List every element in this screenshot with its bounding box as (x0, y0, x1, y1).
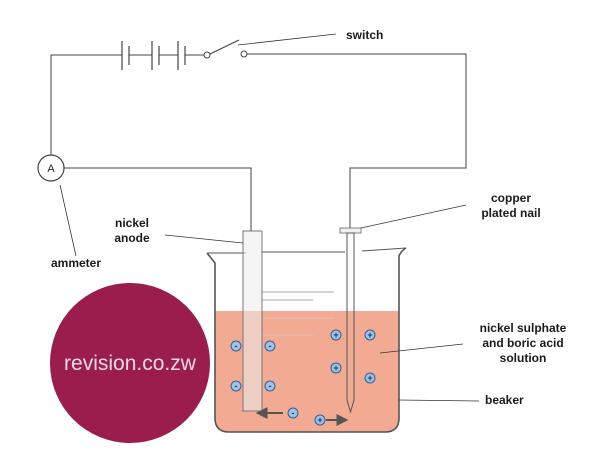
positive-ion: + (314, 414, 326, 426)
switch-lever (209, 39, 240, 55)
logo-circle (50, 283, 210, 443)
beaker-label: beaker (485, 393, 524, 407)
wire-ammeter-to-anode (64, 167, 252, 231)
logo: revision.co.zw (50, 283, 210, 443)
ammeter-label: ammeter (51, 256, 101, 270)
ion-sign: + (317, 415, 322, 425)
negative-ion: - (287, 407, 299, 419)
positive-ion: + (330, 329, 342, 341)
beaker-leader (398, 399, 480, 402)
ion-sign: - (235, 341, 238, 351)
ammeter-symbol: A (47, 163, 55, 175)
negative-ion: - (230, 340, 242, 352)
ion-sign: - (269, 381, 272, 391)
positive-ion: + (364, 329, 376, 341)
beaker (206, 247, 407, 433)
beaker-rim-right (361, 247, 407, 252)
wire-battery-to-ammeter (50, 54, 122, 155)
ions: - - - - - + + + + + (230, 329, 376, 426)
switch-leader (237, 33, 337, 46)
nail-head (339, 227, 362, 234)
switch-contact (203, 51, 211, 59)
ammeter-leader (59, 184, 77, 257)
switch (203, 39, 248, 59)
ammeter-circle (37, 154, 65, 182)
ion-sign: + (333, 363, 338, 373)
nail-leader (360, 204, 467, 229)
wire-switch-to-nail (244, 53, 467, 228)
nickel-anode-label-line2: anode (114, 231, 150, 245)
positive-ion: + (330, 362, 342, 374)
logo-text: revision.co.zw (64, 352, 197, 375)
leader-lines (59, 33, 480, 402)
switch-label: switch (346, 28, 383, 42)
ion-sign: - (269, 341, 272, 351)
negative-ion: - (264, 380, 276, 392)
positive-ion: + (364, 372, 376, 384)
solution-leader (379, 343, 464, 354)
battery (121, 41, 204, 70)
ion-sign: + (367, 373, 372, 383)
solution-label-line3: solution (500, 351, 547, 365)
copper-nail-label-line1: copper (491, 191, 531, 205)
solution-label-line2: and boric acid (482, 336, 563, 350)
switch-contact (240, 50, 248, 58)
negative-ion: - (230, 380, 242, 392)
ion-sign: + (333, 330, 338, 340)
ion-sign: - (292, 408, 295, 418)
ion-sign: - (235, 381, 238, 391)
ammeter: A (37, 154, 65, 182)
nickel-anode-label-line1: nickel (115, 216, 149, 230)
solution-label-line1: nickel sulphate (480, 321, 567, 335)
nickel-anode (242, 230, 263, 412)
copper-nail-label-line2: plated nail (481, 206, 540, 220)
anode-leader (164, 234, 244, 244)
nail-shaft (346, 232, 355, 414)
ion-sign: + (367, 330, 372, 340)
negative-ion: - (264, 340, 276, 352)
circuit-wires (50, 53, 467, 231)
